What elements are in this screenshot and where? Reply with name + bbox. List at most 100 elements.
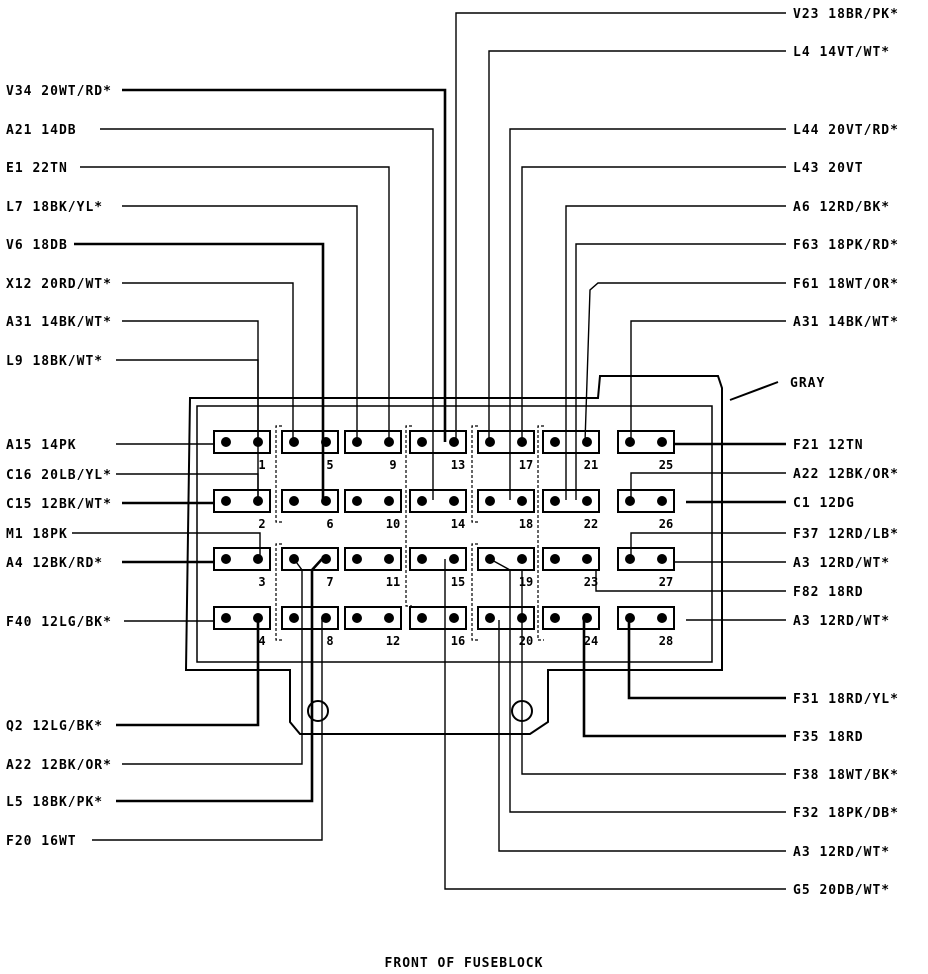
wire-4: [122, 205, 358, 442]
cavity-number-28: 28: [659, 634, 673, 648]
fuse-cavity-16: [409, 606, 467, 630]
wire-26: [630, 320, 786, 442]
wire-19: [455, 12, 786, 442]
bracket-marker: [405, 425, 412, 607]
wire-label-left-5: V6 18DB: [6, 238, 68, 253]
cavity-number-10: 10: [386, 517, 400, 531]
wire-label-right-10: A22 12BK/OR*: [793, 467, 899, 482]
terminal-left-2: [221, 496, 231, 506]
wire-label-right-13: A3 12RD/WT*: [793, 556, 890, 571]
terminal-left-27: [625, 554, 635, 564]
fuse-cavity-3: [213, 547, 271, 571]
cavity-number-2: 2: [258, 517, 265, 531]
bracket-marker: [275, 543, 282, 641]
bracket-marker: [471, 425, 478, 523]
wire-3: [80, 166, 390, 442]
wire-label-right-5: A6 12RD/BK*: [793, 200, 890, 215]
terminal-left-25: [625, 437, 635, 447]
wire-17: [116, 558, 323, 803]
cavity-number-5: 5: [326, 458, 333, 472]
wire-label-right-4: L43 20VT: [793, 161, 864, 176]
wire-label-left-16: A22 12BK/OR*: [6, 758, 112, 773]
wire-22: [521, 166, 786, 442]
bracket-marker: [537, 425, 544, 641]
terminal-right-16: [449, 613, 459, 623]
terminal-right-13: [449, 437, 459, 447]
terminal-left-5: [289, 437, 299, 447]
wire-label-left-14: F40 12LG/BK*: [6, 615, 112, 630]
terminal-right-23: [582, 554, 592, 564]
terminal-right-10: [384, 496, 394, 506]
wire-label-right-19: F32 18PK/DB*: [793, 806, 899, 821]
terminal-right-8: [321, 613, 331, 623]
terminal-left-14: [417, 496, 427, 506]
wire-label-right-1: V23 18BR/PK*: [793, 7, 899, 22]
wire-label-right-15: A3 12RD/WT*: [793, 614, 890, 629]
terminal-left-8: [289, 613, 299, 623]
wire-5: [74, 242, 325, 500]
terminal-left-15: [417, 554, 427, 564]
wire-30: [630, 532, 786, 560]
wire-label-left-3: E1 22TN: [6, 161, 68, 176]
fuse-cavity-8: [281, 606, 339, 630]
wire-36: [521, 570, 786, 775]
wire-28: [630, 472, 786, 501]
wire-20: [488, 50, 786, 442]
terminal-left-6: [289, 496, 299, 506]
cavity-number-14: 14: [451, 517, 465, 531]
terminal-left-23: [550, 554, 560, 564]
cavity-number-16: 16: [451, 634, 465, 648]
wire-label-right-11: C1 12DG: [793, 496, 855, 511]
cavity-number-8: 8: [326, 634, 333, 648]
terminal-right-3: [253, 554, 263, 564]
terminal-left-11: [352, 554, 362, 564]
cavity-number-13: 13: [451, 458, 465, 472]
wire-23: [565, 205, 786, 500]
terminal-right-19: [517, 554, 527, 564]
wire-38: [498, 620, 786, 852]
terminal-left-13: [417, 437, 427, 447]
cavity-number-21: 21: [584, 458, 598, 472]
cavity-number-27: 27: [659, 575, 673, 589]
wire-label-right-7: F61 18WT/OR*: [793, 277, 899, 292]
wire-label-left-17: L5 18BK/PK*: [6, 795, 103, 810]
terminal-left-24: [550, 613, 560, 623]
cavity-number-9: 9: [389, 458, 396, 472]
terminal-left-10: [352, 496, 362, 506]
wire-21: [509, 128, 786, 500]
fuse-cavity-13: [409, 430, 467, 454]
fuse-cavity-22: [542, 489, 600, 513]
fuse-cavity-11: [344, 547, 402, 571]
wire-label-right-16: F31 18RD/YL*: [793, 692, 899, 707]
terminal-left-3: [221, 554, 231, 564]
terminal-right-28: [657, 613, 667, 623]
cavity-number-26: 26: [659, 517, 673, 531]
cavity-number-23: 23: [584, 575, 598, 589]
wire-label-right-6: F63 18PK/RD*: [793, 238, 899, 253]
cavity-number-11: 11: [386, 575, 400, 589]
cavity-number-4: 4: [258, 634, 265, 648]
terminal-left-1: [221, 437, 231, 447]
cavity-number-6: 6: [326, 517, 333, 531]
wire-24: [575, 243, 786, 500]
terminal-left-12: [352, 613, 362, 623]
fuse-cavity-20: [477, 606, 535, 630]
terminal-right-11: [384, 554, 394, 564]
fuse-cavity-12: [344, 606, 402, 630]
wire-39: [444, 559, 786, 890]
wire-6: [122, 282, 294, 442]
wire-label-right-14: F82 18RD: [793, 585, 864, 600]
cavity-number-17: 17: [519, 458, 533, 472]
fuse-cavity-17: [477, 430, 535, 454]
diagram-title: FRONT OF FUSEBLOCK: [385, 956, 544, 971]
terminal-right-15: [449, 554, 459, 564]
fuse-cavity-18: [477, 489, 535, 513]
wire-label-left-4: L7 18BK/YL*: [6, 200, 103, 215]
wire-label-left-11: C15 12BK/WT*: [6, 497, 112, 512]
terminal-right-12: [384, 613, 394, 623]
terminal-left-26: [625, 496, 635, 506]
wire-label-left-1: V34 20WT/RD*: [6, 84, 112, 99]
wire-label-left-18: F20 16WT: [6, 834, 77, 849]
terminal-left-16: [417, 613, 427, 623]
cavity-number-20: 20: [519, 634, 533, 648]
